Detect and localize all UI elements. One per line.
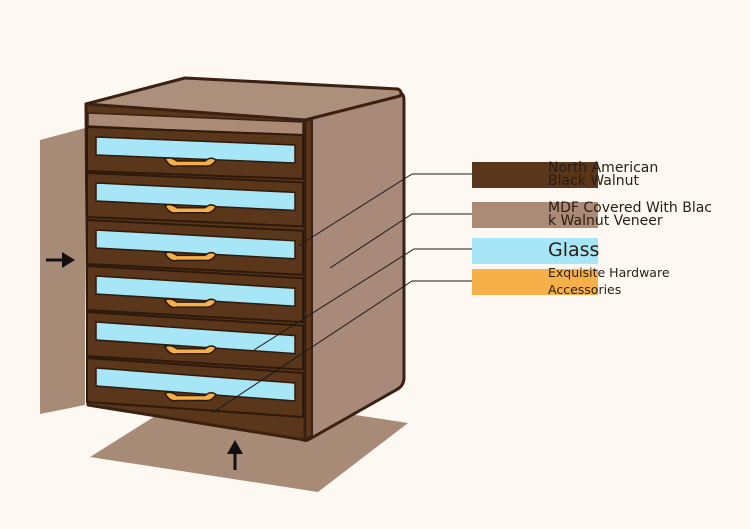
drawer-glass — [95, 321, 296, 355]
legend-swatch-walnut — [472, 162, 598, 188]
drawer-handle[interactable] — [163, 298, 217, 309]
right-arrow-icon — [46, 252, 75, 268]
drawer-handle[interactable] — [163, 203, 217, 214]
wall-shadow — [40, 128, 85, 414]
drawer-glass — [95, 275, 296, 307]
drawer-handle[interactable] — [163, 251, 217, 262]
leader-line-glass — [253, 248, 472, 351]
leader-line-mdf — [329, 213, 472, 269]
legend-label-hardware: Exquisite Hardware Accessories — [548, 265, 670, 297]
drawer-handle[interactable] — [163, 391, 217, 402]
up-arrow-icon — [227, 440, 243, 470]
drawer-glass — [95, 229, 296, 260]
drawer[interactable] — [86, 310, 304, 371]
floor-shadow — [90, 413, 408, 492]
legend-swatch-glass — [472, 238, 598, 264]
leader-line-walnut — [297, 173, 472, 247]
cabinet-side — [300, 90, 406, 442]
leader-line-hardware — [211, 280, 472, 414]
drawer[interactable] — [86, 218, 304, 276]
legend-label-walnut: North American Black Walnut — [548, 160, 659, 189]
drawer-glass — [95, 367, 296, 402]
drawer[interactable] — [86, 125, 304, 181]
legend-label-mdf: MDF Covered With Blac k Walnut Veneer — [548, 200, 713, 229]
legend-swatch-mdf — [472, 202, 598, 228]
drawer[interactable] — [86, 264, 304, 324]
legend-swatch-hardware — [472, 269, 598, 295]
drawer-handle[interactable] — [163, 157, 217, 168]
drawer-handle[interactable] — [163, 344, 217, 355]
legend-label-glass: Glass — [548, 239, 600, 261]
drawer[interactable] — [86, 356, 304, 419]
drawer-glass — [95, 182, 296, 212]
drawer-glass — [95, 136, 296, 164]
drawer[interactable] — [86, 171, 304, 228]
